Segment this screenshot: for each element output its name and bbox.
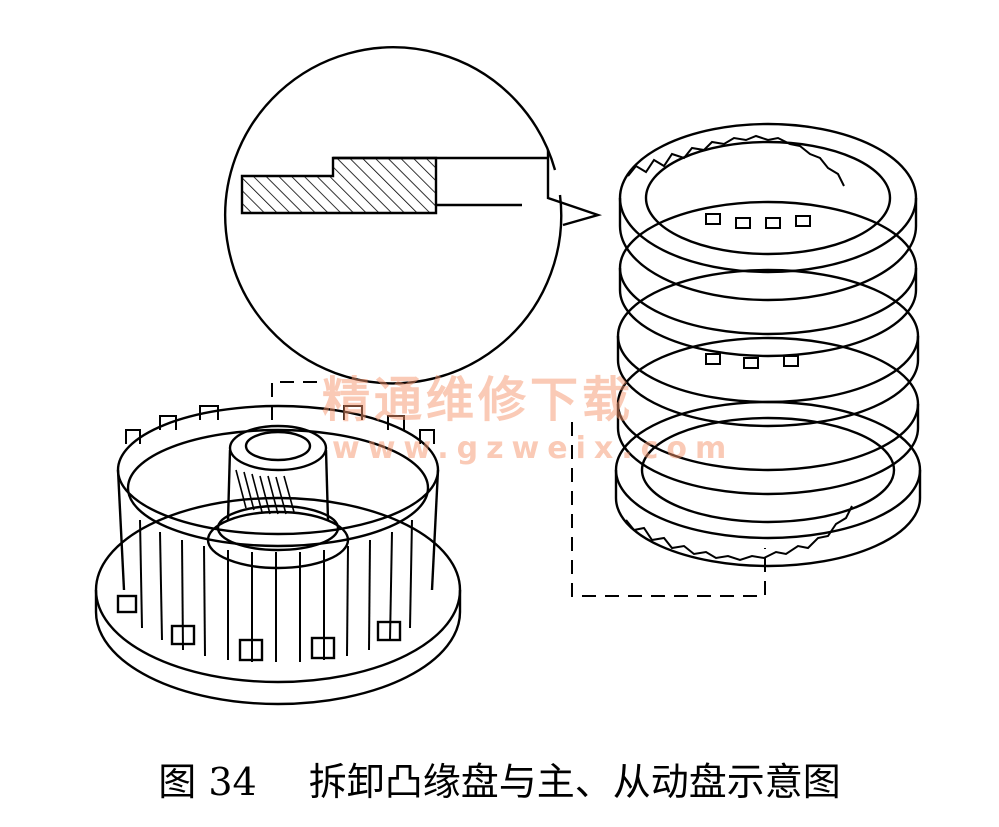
- cross-section-profile: [240, 156, 548, 215]
- caption-text: 拆卸凸缘盘与主、从动盘示意图: [308, 759, 841, 804]
- dashed-leader-line: [271, 381, 766, 597]
- clutch-plate-stack: [614, 122, 922, 568]
- flange-drum: [94, 404, 462, 706]
- watermark-url: www.gzweix.com: [332, 431, 734, 466]
- figure-caption: 图 34 拆卸凸缘盘与主、从动盘示意图: [0, 748, 999, 808]
- detail-magnifier: [224, 46, 603, 385]
- watermark-text: 精通维修下载: [322, 372, 634, 428]
- caption-number: 图 34: [158, 759, 257, 804]
